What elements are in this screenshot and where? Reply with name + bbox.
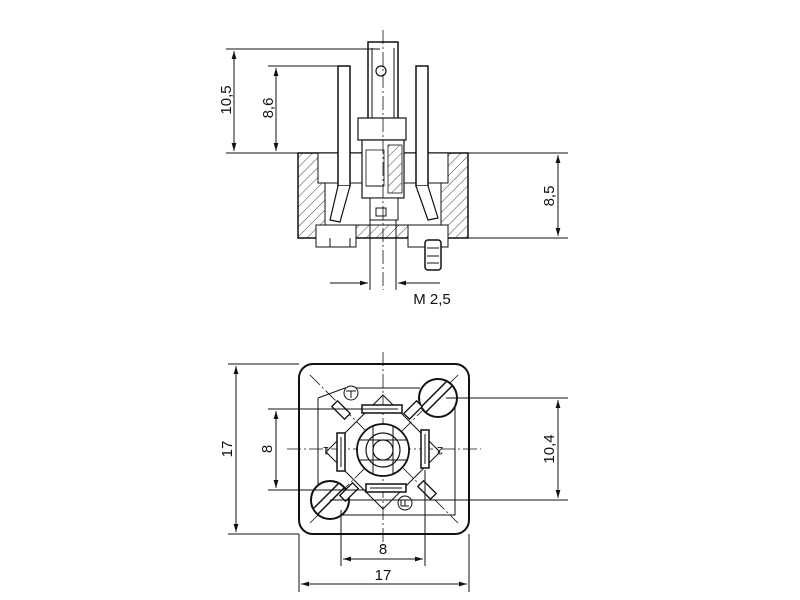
dim-front-inner-width: 8 — [340, 470, 426, 566]
right-pin — [415, 65, 439, 221]
left-pin — [329, 65, 351, 223]
diag-centerline-1 — [309, 374, 459, 524]
dim-label-8-5: 8,5 — [541, 186, 558, 207]
dim-front-height: 17 — [219, 363, 299, 535]
dim-label-10-5: 10,5 — [218, 85, 235, 114]
dim-side-pin-height: 8,6 — [260, 65, 340, 151]
earth-symbol-top — [343, 385, 359, 401]
dim-label-10-4: 10,4 — [541, 434, 558, 463]
dim-label-thread: M 2,5 — [413, 291, 451, 308]
earth-symbol-bottom — [397, 495, 413, 511]
dim-front-inner-height: 8 — [259, 408, 366, 491]
diag-slot-bl — [338, 481, 360, 503]
dim-label-17-horizontal: 17 — [375, 567, 392, 584]
dim-label-17-vertical: 17 — [219, 441, 236, 458]
side-view: 10,5 8,6 8,5 M 2,5 — [218, 30, 568, 308]
dim-front-width: 17 — [298, 534, 470, 592]
diag-slot-tl — [330, 399, 352, 421]
pin-slot-top — [361, 404, 403, 414]
pin-label-2: 2 — [437, 444, 443, 456]
diag-slot-tr — [402, 399, 424, 421]
front-view: 1 2 17 8 10,4 8 — [219, 352, 568, 592]
screw-hole-top-right — [418, 378, 458, 418]
pin-slot-right — [420, 429, 430, 469]
central-contact — [356, 423, 410, 477]
dim-label-8-vertical: 8 — [259, 445, 276, 453]
dim-label-8-6: 8,6 — [260, 98, 277, 119]
pin-slot-left — [336, 432, 346, 472]
dim-side-body-height: 8,5 — [468, 152, 568, 239]
dim-front-right-height: 10,4 — [330, 397, 568, 501]
center-blade — [357, 41, 407, 221]
dim-label-8-horizontal: 8 — [379, 541, 387, 558]
dim-side-total-height: 10,5 — [218, 48, 380, 154]
pin-slot-bottom — [365, 483, 407, 493]
dim-thread: M 2,5 — [330, 220, 451, 308]
diag-slot-br — [416, 479, 438, 501]
pin-label-1: 1 — [323, 444, 329, 456]
screw — [424, 239, 442, 271]
